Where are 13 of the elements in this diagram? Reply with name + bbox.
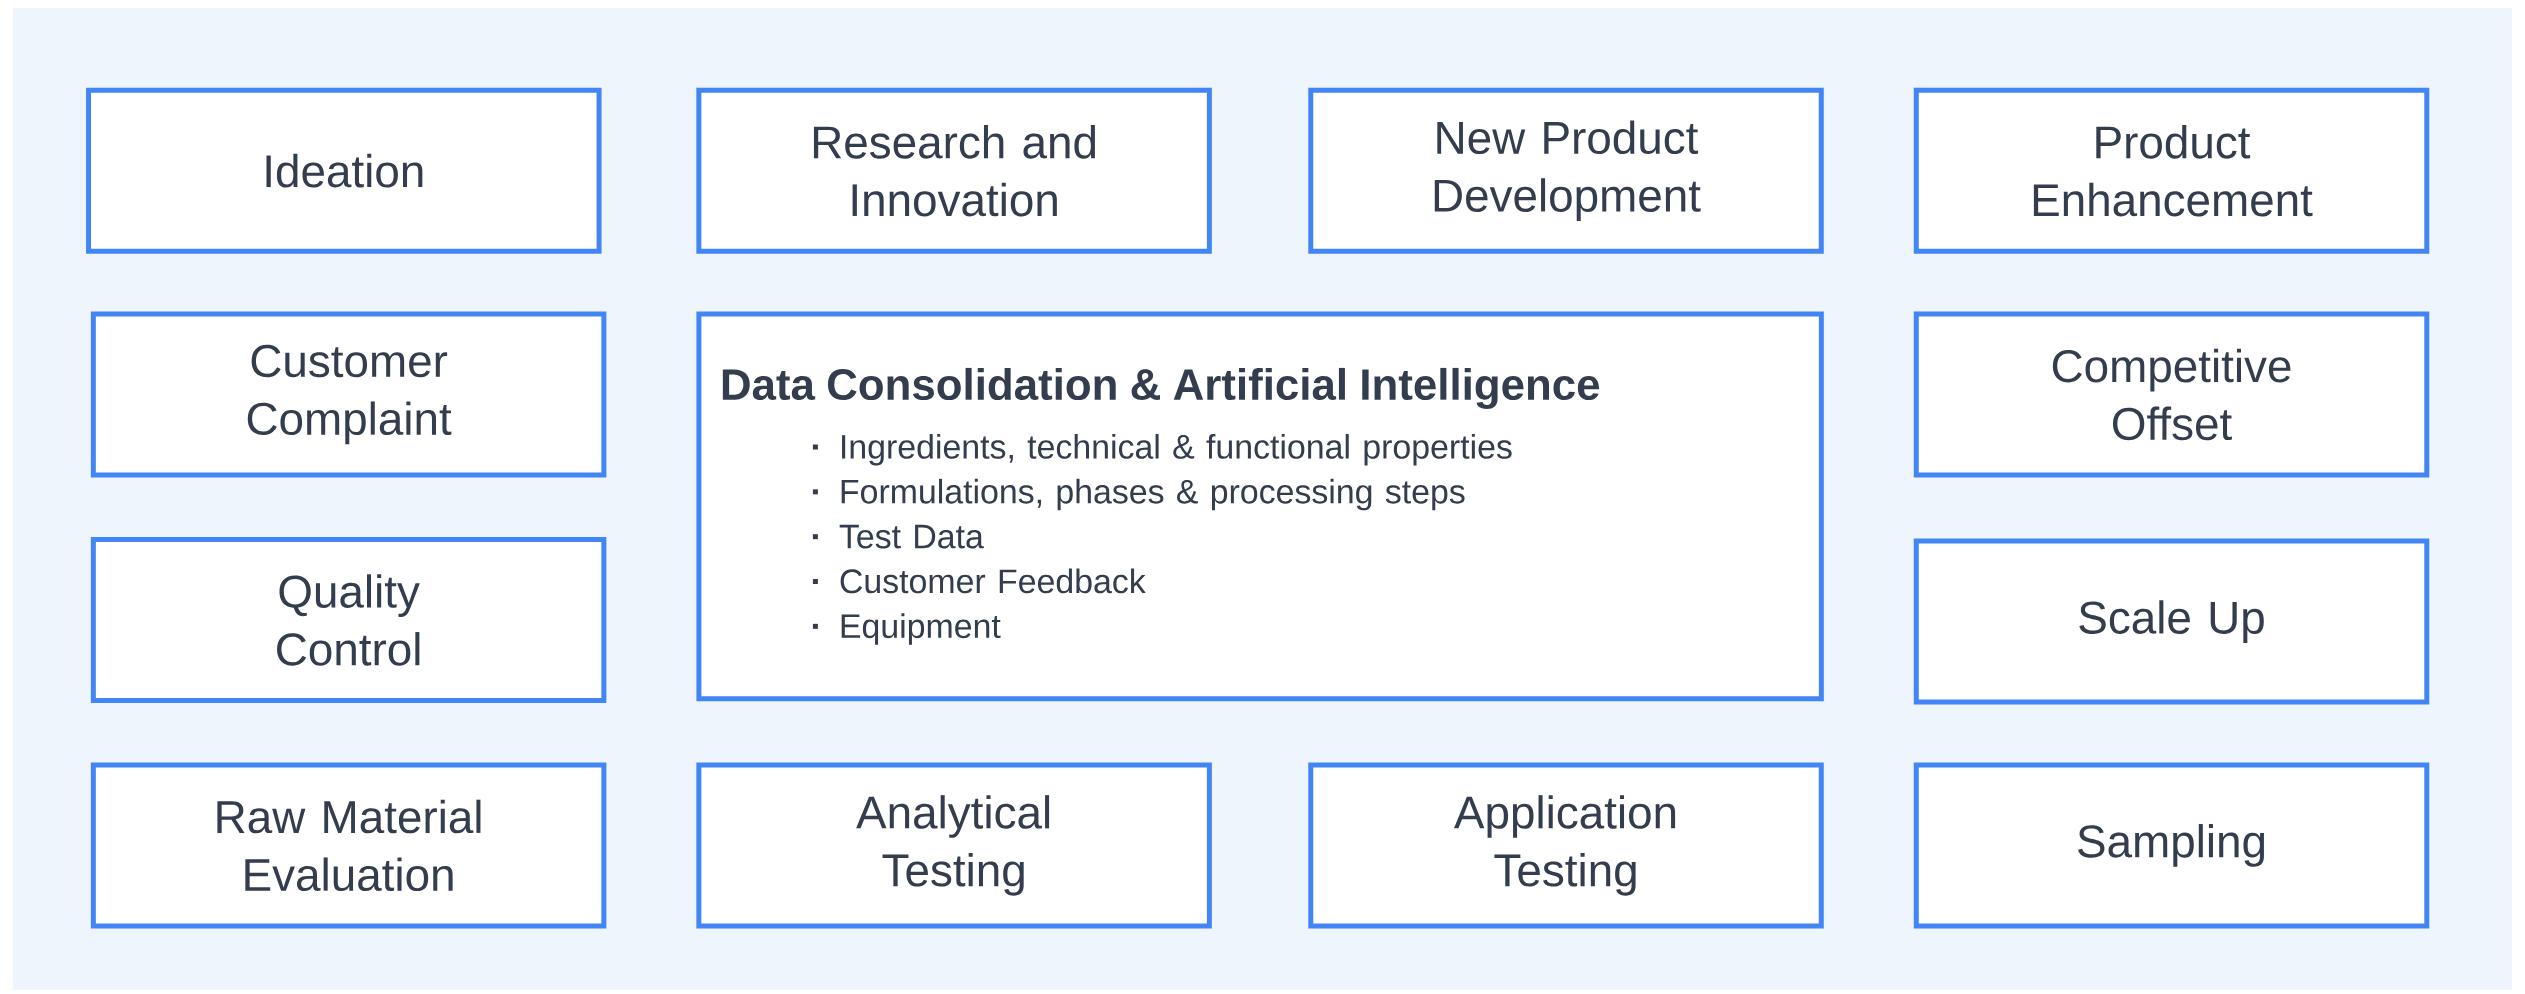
- text-box: Analytical Testing: [696, 762, 1212, 929]
- text-box: Ideation: [86, 87, 602, 254]
- text-box: Competitive Offset: [1913, 311, 2430, 478]
- text-box: Quality Control: [90, 537, 607, 703]
- text-box: Product Enhancement: [1913, 87, 2430, 254]
- text-box: Raw Material Evaluation: [90, 762, 607, 929]
- text-box: Scale Up: [1913, 538, 2430, 705]
- text-box: Research and Innovation: [696, 87, 1212, 254]
- text-box: New Product Development: [1308, 87, 1824, 254]
- text-box: Data Consolidation & Artificial Intelligence Ingredients, technical & functional properties Formulations, phases & processing steps Test Data Customer Feedback Equipment: [696, 311, 1824, 702]
- text-box: Application Testing: [1308, 762, 1824, 929]
- text-box: Customer Complaint: [90, 311, 607, 478]
- text-box: Sampling: [1913, 762, 2430, 929]
